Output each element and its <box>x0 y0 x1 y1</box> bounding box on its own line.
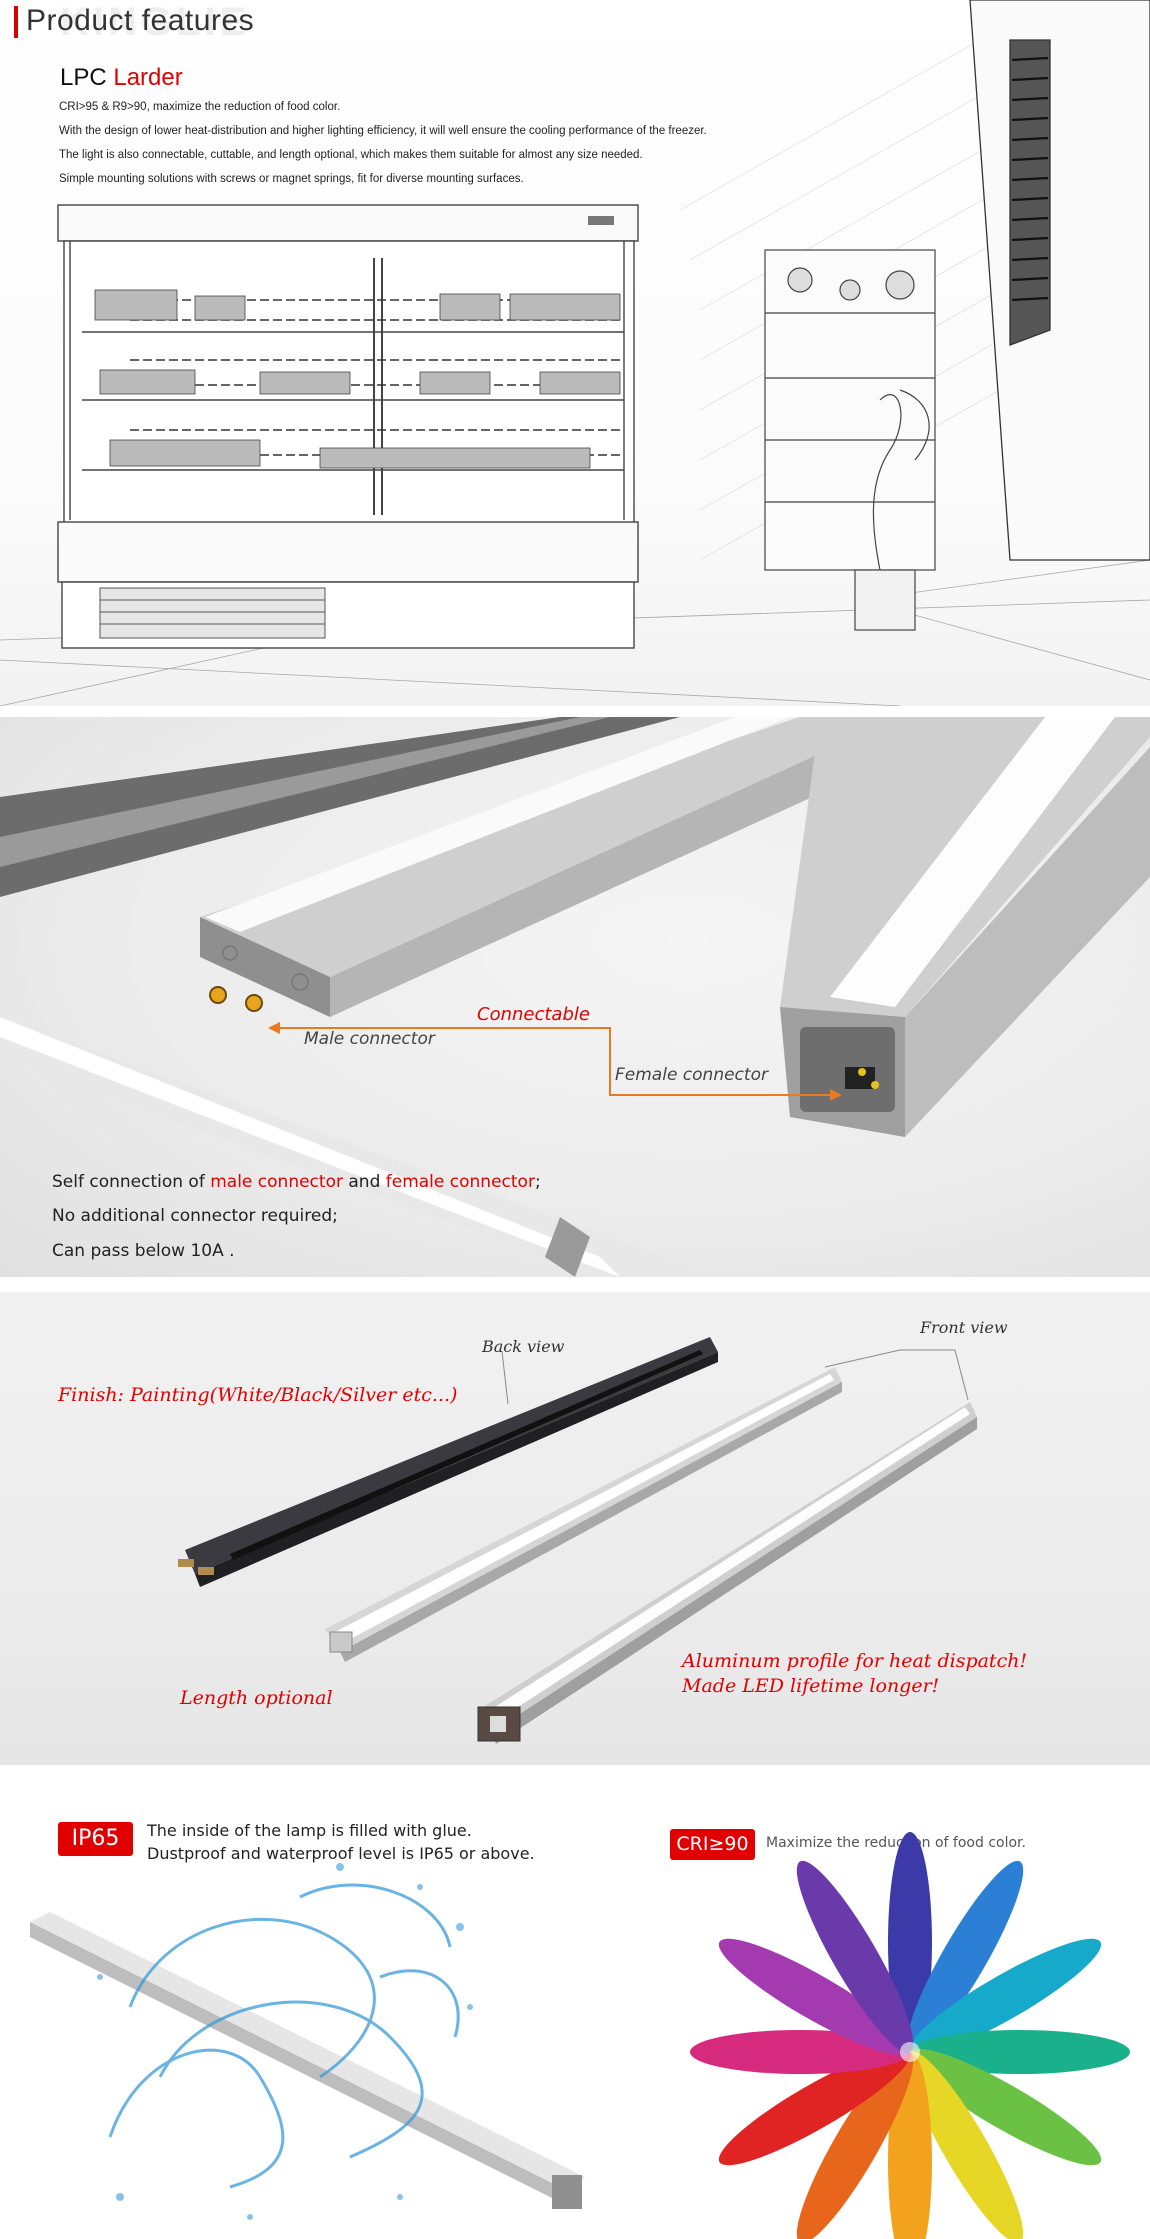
length-optional-text: Length optional <box>180 1687 333 1709</box>
ghost-logo-text: KINGLIE <box>60 0 251 44</box>
feature-line-3: The light is also connectable, cuttable,… <box>59 149 643 161</box>
finish-text: Finish: Painting(White/Black/Silver etc.… <box>58 1384 458 1406</box>
ip-line-1: The inside of the lamp is filled with gl… <box>147 1821 472 1840</box>
aluminum-line-1: Aluminum profile for heat dispatch! <box>682 1650 1028 1672</box>
ip65-badge: IP65 <box>58 1822 133 1856</box>
product-features-section: KINGLIE Product features LPC Larder CRI>… <box>0 0 1150 706</box>
finish-bars-illustration <box>178 1337 977 1744</box>
label-connectable: Connectable <box>477 1004 590 1025</box>
connector-section: Connectable Male connector Female connec… <box>0 717 1150 1277</box>
finish-section: Back view Front view Finish: Painting(Wh… <box>0 1292 1150 1765</box>
ratings-illustration <box>30 1832 1130 2239</box>
connection-line-1-prefix: Self connection of <box>52 1172 211 1192</box>
label-male-connector: Male connector <box>304 1029 435 1049</box>
waterproof-lamp-illustration <box>30 1863 585 2220</box>
label-female-connector: Female connector <box>615 1065 768 1085</box>
connection-line-1-suffix: ; <box>534 1172 541 1192</box>
title-accent-bar <box>14 6 18 38</box>
connection-line-1-female: female connector <box>385 1172 535 1192</box>
ratings-section: IP65 The inside of the lamp is filled wi… <box>0 1777 1150 2239</box>
wall-shelf-sketch <box>764 249 936 631</box>
connector-illustration <box>0 717 1150 1277</box>
display-case-sketch <box>57 204 639 649</box>
cri-badge: CRI≥90 <box>670 1829 755 1860</box>
product-name-prefix: LPC <box>60 64 107 91</box>
ip-line-2: Dustproof and waterproof level is IP65 o… <box>147 1844 535 1863</box>
label-back-view: Back view <box>482 1337 565 1356</box>
page-title: Product features <box>26 4 255 37</box>
connection-line-2: No additional connector required; <box>52 1206 338 1226</box>
showroom-sketch-illustration <box>0 0 1150 706</box>
product-name-suffix: Larder <box>113 64 183 91</box>
connection-line-1-and: and <box>342 1172 386 1192</box>
product-name: LPC Larder <box>60 64 183 92</box>
feature-line-1: CRI>95 & R9>90, maximize the reduction o… <box>59 101 341 113</box>
window-blinds-sketch <box>969 0 1150 561</box>
feature-line-2: With the design of lower heat-distributi… <box>59 125 707 137</box>
cri-text: Maximize the reduction of food color. <box>766 1835 1026 1851</box>
connection-line-1: Self connection of male connector and fe… <box>52 1172 541 1192</box>
feature-line-4: Simple mounting solutions with screws or… <box>59 173 524 185</box>
label-front-view: Front view <box>920 1318 1008 1337</box>
connection-line-3: Can pass below 10A . <box>52 1241 235 1261</box>
connection-line-1-male: male connector <box>210 1172 343 1192</box>
aluminum-line-2: Made LED lifetime longer! <box>682 1675 940 1697</box>
color-spectrum-flower <box>690 1832 1130 2239</box>
